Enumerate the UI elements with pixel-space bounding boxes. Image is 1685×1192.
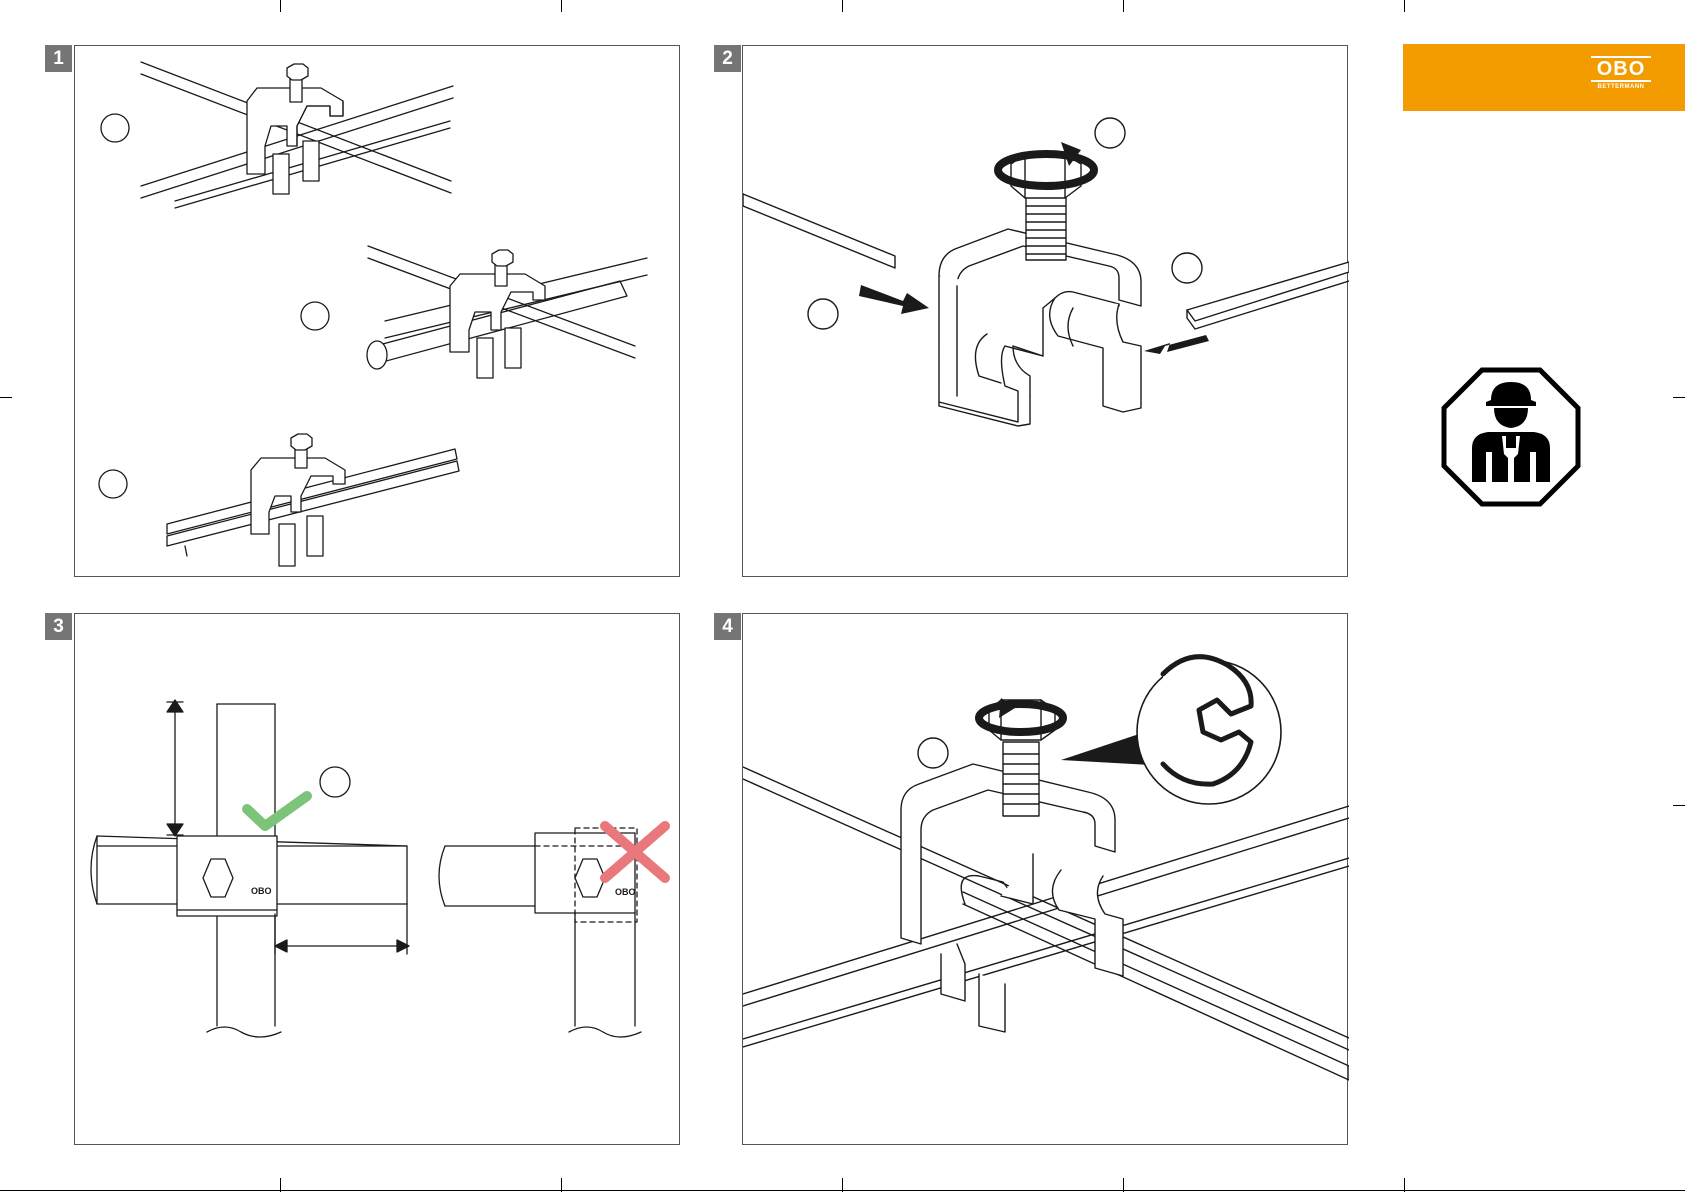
crop-mark bbox=[842, 0, 843, 12]
left-flat-bar bbox=[743, 194, 895, 268]
logo-subtext: BETTERMANN bbox=[1591, 84, 1651, 90]
callout-circle bbox=[1172, 253, 1202, 283]
step-3-panel: OBO OBO bbox=[74, 613, 680, 1145]
arrow-left-bar-in bbox=[859, 285, 929, 314]
step-1-illustration bbox=[75, 46, 681, 578]
callout-circle bbox=[808, 299, 838, 329]
green-check-icon bbox=[247, 796, 307, 826]
correct-arrangement: OBO bbox=[91, 700, 409, 1037]
right-flat-bar bbox=[1187, 262, 1349, 329]
wrench-callout bbox=[1061, 657, 1281, 804]
step-4-panel bbox=[742, 613, 1348, 1145]
brand-bar: OBO BETTERMANN bbox=[1403, 44, 1685, 111]
crop-mark bbox=[280, 0, 281, 12]
crop-mark bbox=[561, 0, 562, 12]
step-2-illustration bbox=[743, 46, 1349, 578]
step-1-panel bbox=[74, 45, 680, 577]
crop-mark bbox=[1404, 0, 1405, 12]
clamp-logo-stamp: OBO bbox=[615, 887, 636, 897]
clamp-logo-stamp: OBO bbox=[251, 886, 272, 896]
crop-mark bbox=[0, 397, 12, 398]
crop-mark bbox=[1673, 805, 1685, 806]
step-4-badge: 4 bbox=[714, 613, 741, 640]
step-2-badge: 2 bbox=[714, 45, 741, 72]
step-3-badge: 3 bbox=[45, 613, 72, 640]
step-2-panel bbox=[742, 45, 1348, 577]
incorrect-arrangement: OBO bbox=[439, 826, 665, 1037]
step-3-illustration: OBO OBO bbox=[75, 614, 681, 1146]
step-4-illustration bbox=[743, 614, 1349, 1146]
callout-circle bbox=[101, 114, 129, 142]
callout-circle bbox=[320, 767, 350, 797]
callout-circle bbox=[99, 470, 127, 498]
arrow-right-bar-in bbox=[1144, 335, 1209, 354]
callout-circle bbox=[301, 302, 329, 330]
callout-circle bbox=[1095, 118, 1125, 148]
variant-a-cross-flat bbox=[101, 62, 453, 208]
variant-b-round-flat bbox=[301, 246, 647, 378]
crop-mark bbox=[1673, 397, 1685, 398]
obo-logo: OBO BETTERMANN bbox=[1591, 56, 1651, 96]
trim-line bbox=[0, 1190, 1685, 1191]
variant-c-parallel-flat bbox=[99, 434, 459, 566]
callout-circle bbox=[918, 738, 948, 768]
logo-text: OBO bbox=[1591, 56, 1651, 82]
crop-mark bbox=[1123, 0, 1124, 12]
step-1-badge: 1 bbox=[45, 45, 72, 72]
installer-with-wrench-icon bbox=[1440, 366, 1582, 508]
